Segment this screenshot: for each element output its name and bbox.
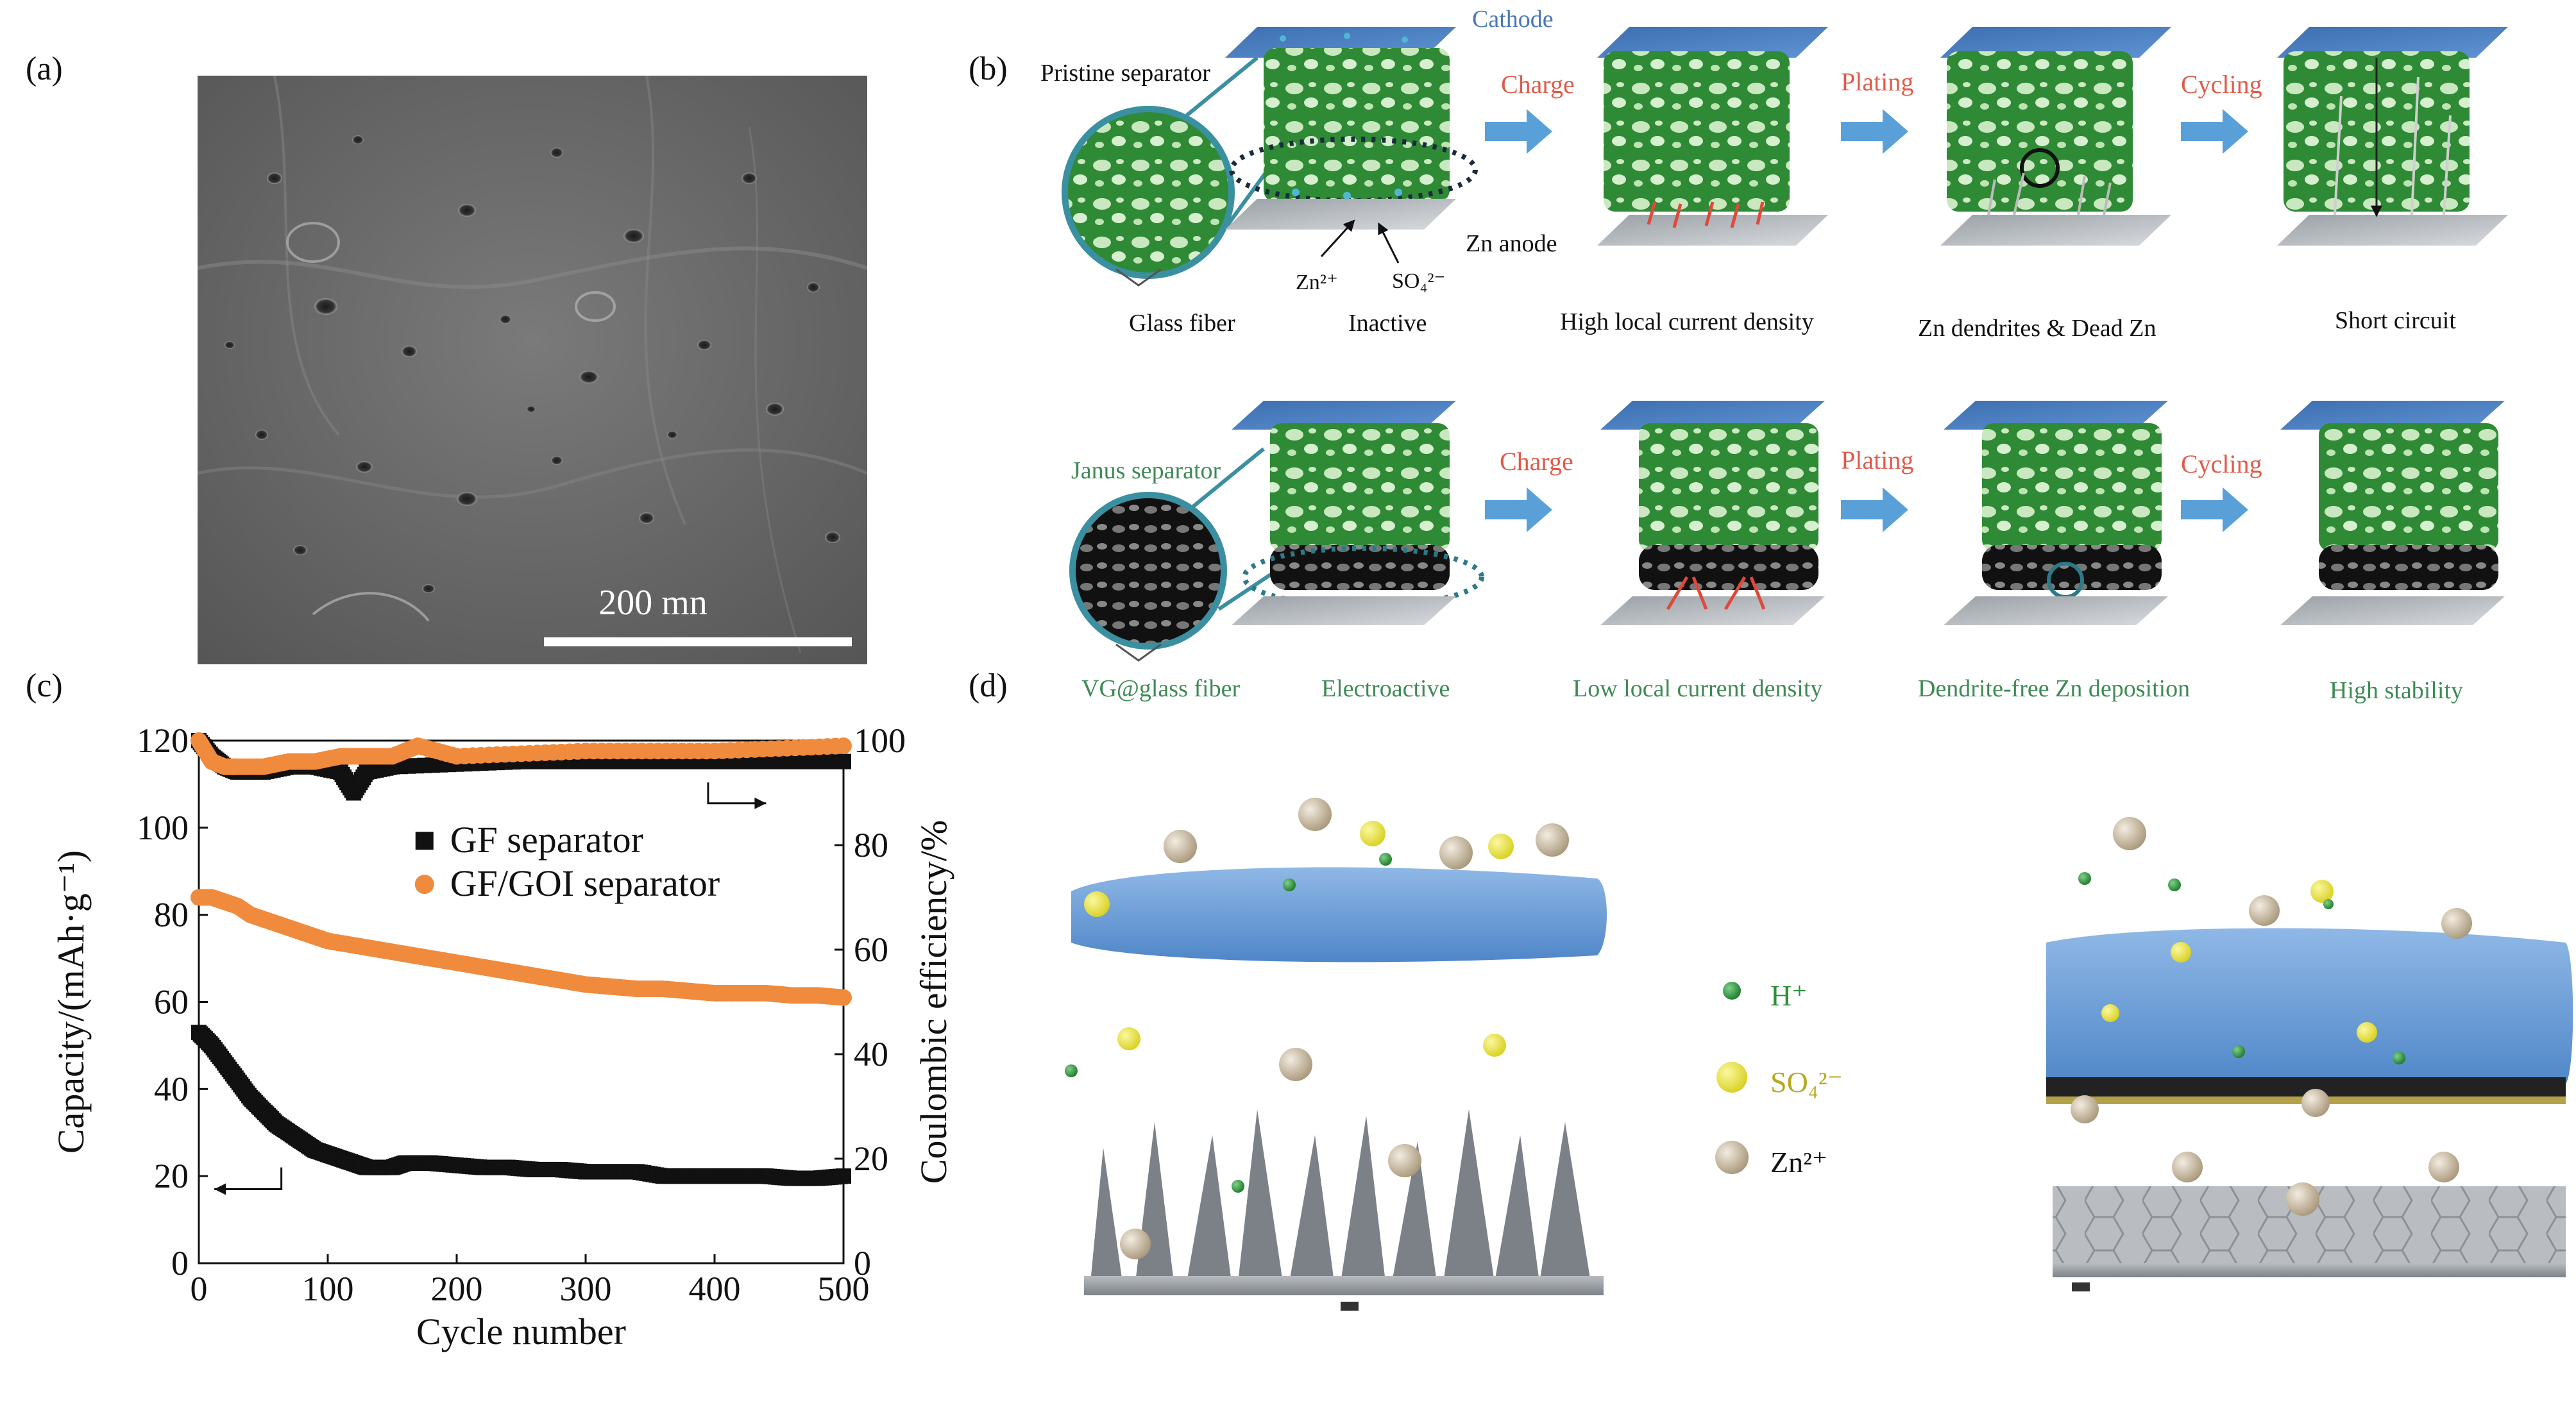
bottom-row bbox=[1069, 401, 2505, 662]
y-tick-label: 0 bbox=[171, 1244, 189, 1282]
legend-label-gfgoi: GF/GOI separator bbox=[450, 862, 720, 904]
h-ion-icon bbox=[1723, 982, 1741, 1000]
legend-marker-gfgoi bbox=[414, 875, 434, 895]
y-tick-label: 20 bbox=[154, 1157, 189, 1195]
caption-electroactive: Electroactive bbox=[1321, 675, 1450, 702]
caption-dendrites: Zn dendrites & Dead Zn bbox=[1918, 315, 2157, 342]
zn-ion-icon bbox=[1715, 1141, 1749, 1174]
glass-fiber-zoom bbox=[1062, 56, 1272, 287]
bottom-arrows bbox=[1485, 487, 2248, 532]
caption-high-current: High local current density bbox=[1560, 308, 1814, 335]
zn-dendrites bbox=[1090, 1109, 1591, 1282]
arrow-label-charge-top: Charge bbox=[1501, 70, 1575, 99]
sem-texture bbox=[198, 76, 867, 664]
label-glass-fiber: Glass fiber bbox=[1129, 310, 1235, 337]
legend-label-h: H⁺ bbox=[1770, 979, 1808, 1012]
data-point-gfgoi bbox=[835, 737, 852, 755]
x-tick-label: 0 bbox=[191, 1270, 208, 1308]
label-janus-separator: Janus separator bbox=[1071, 457, 1221, 484]
arrow-label-charge-bottom: Charge bbox=[1500, 447, 1573, 476]
arrow-label-plating-bottom: Plating bbox=[1841, 446, 1914, 475]
stack-8 bbox=[2280, 401, 2505, 625]
label-zn-anode: Zn anode bbox=[1466, 230, 1557, 257]
stack-5 bbox=[1232, 401, 1484, 625]
label-zn-ion: Zn²⁺ bbox=[1296, 271, 1338, 294]
caption-dendrite-free: Dendrite-free Zn deposition bbox=[1918, 675, 2190, 702]
legend-icons bbox=[1715, 982, 1749, 1174]
right-axis-arrowhead bbox=[754, 797, 767, 809]
data-point-gf bbox=[836, 1168, 851, 1184]
left-axis-arrowhead bbox=[214, 1183, 226, 1195]
y2-axis-label: Coulombic efficiency/% bbox=[913, 820, 954, 1184]
right-scene bbox=[2046, 817, 2573, 1291]
label-so4-ion: SO₄²⁻ bbox=[1392, 269, 1446, 293]
arrow-label-plating-top: Plating bbox=[1841, 67, 1914, 96]
y-axis-label: Capacity/(mAh·g⁻¹) bbox=[50, 850, 92, 1154]
so4-ion-icon bbox=[1716, 1062, 1747, 1093]
y-tick-label: 40 bbox=[154, 1070, 189, 1108]
stack-1 bbox=[1225, 27, 1478, 264]
y-tick-label: 80 bbox=[154, 896, 189, 934]
arrow-label-cycling-top: Cycling bbox=[2181, 70, 2262, 99]
stack-3 bbox=[1940, 27, 2171, 246]
x-tick-label: 400 bbox=[689, 1270, 741, 1308]
panel-d-schematic bbox=[1065, 798, 2573, 1311]
y2-tick-label: 80 bbox=[854, 826, 888, 864]
caption-short-circuit: Short circuit bbox=[2335, 307, 2456, 334]
y2-tick-label: 60 bbox=[854, 930, 888, 969]
x-axis-label: Cycle number bbox=[416, 1311, 626, 1352]
scale-bar bbox=[544, 637, 852, 646]
left-axis-arrow bbox=[214, 1167, 283, 1191]
panel-label-a: (a) bbox=[26, 51, 63, 87]
caption-inactive: Inactive bbox=[1348, 310, 1427, 337]
stack-7 bbox=[1944, 401, 2168, 625]
x-tick-label: 500 bbox=[818, 1270, 870, 1308]
legend-label-so4: SO₄²⁻ bbox=[1770, 1066, 1843, 1098]
y2-tick-label: 100 bbox=[854, 721, 906, 760]
stack-6 bbox=[1600, 401, 1825, 625]
x-tick-label: 300 bbox=[560, 1270, 612, 1308]
label-cathode: Cathode bbox=[1472, 6, 1554, 33]
data-point-gf bbox=[836, 753, 851, 769]
arrow-label-cycling-bottom: Cycling bbox=[2181, 449, 2262, 478]
y2-tick-label: 20 bbox=[854, 1139, 888, 1178]
y2-tick-label: 40 bbox=[854, 1035, 888, 1073]
label-pristine-separator: Pristine separator bbox=[1040, 60, 1210, 87]
legend-label-zn: Zn²⁺ bbox=[1770, 1146, 1828, 1179]
stack-4 bbox=[2277, 27, 2508, 246]
left-scene bbox=[1065, 798, 1607, 1311]
y-tick-label: 60 bbox=[154, 983, 189, 1021]
panel-label-d: (d) bbox=[969, 668, 1008, 704]
y-tick-label: 120 bbox=[137, 721, 189, 760]
panel-b-schematic bbox=[1062, 27, 2508, 662]
y2-tick-label: 0 bbox=[854, 1244, 871, 1282]
legend-label-gf: GF separator bbox=[450, 819, 643, 861]
caption-low-current: Low local current density bbox=[1573, 675, 1823, 702]
stack-2 bbox=[1597, 27, 1828, 246]
vg-fiber-zoom bbox=[1069, 447, 1278, 662]
right-axis-arrow bbox=[707, 782, 767, 805]
caption-high-stability: High stability bbox=[2330, 677, 2463, 704]
panel-label-b: (b) bbox=[969, 51, 1008, 87]
top-row bbox=[1062, 27, 2508, 287]
legend-marker-gf bbox=[415, 832, 434, 850]
sem-image: 200 mn bbox=[198, 76, 867, 664]
label-vg-glass-fiber: VG@glass fiber bbox=[1081, 675, 1241, 702]
x-tick-label: 100 bbox=[302, 1270, 354, 1308]
data-point-gfgoi bbox=[835, 989, 852, 1006]
top-arrows bbox=[1485, 109, 2248, 154]
scale-bar-label: 200 mn bbox=[598, 583, 708, 623]
x-tick-label: 200 bbox=[431, 1270, 483, 1308]
panel-label-c: (c) bbox=[26, 668, 63, 704]
y-tick-label: 100 bbox=[137, 809, 189, 847]
